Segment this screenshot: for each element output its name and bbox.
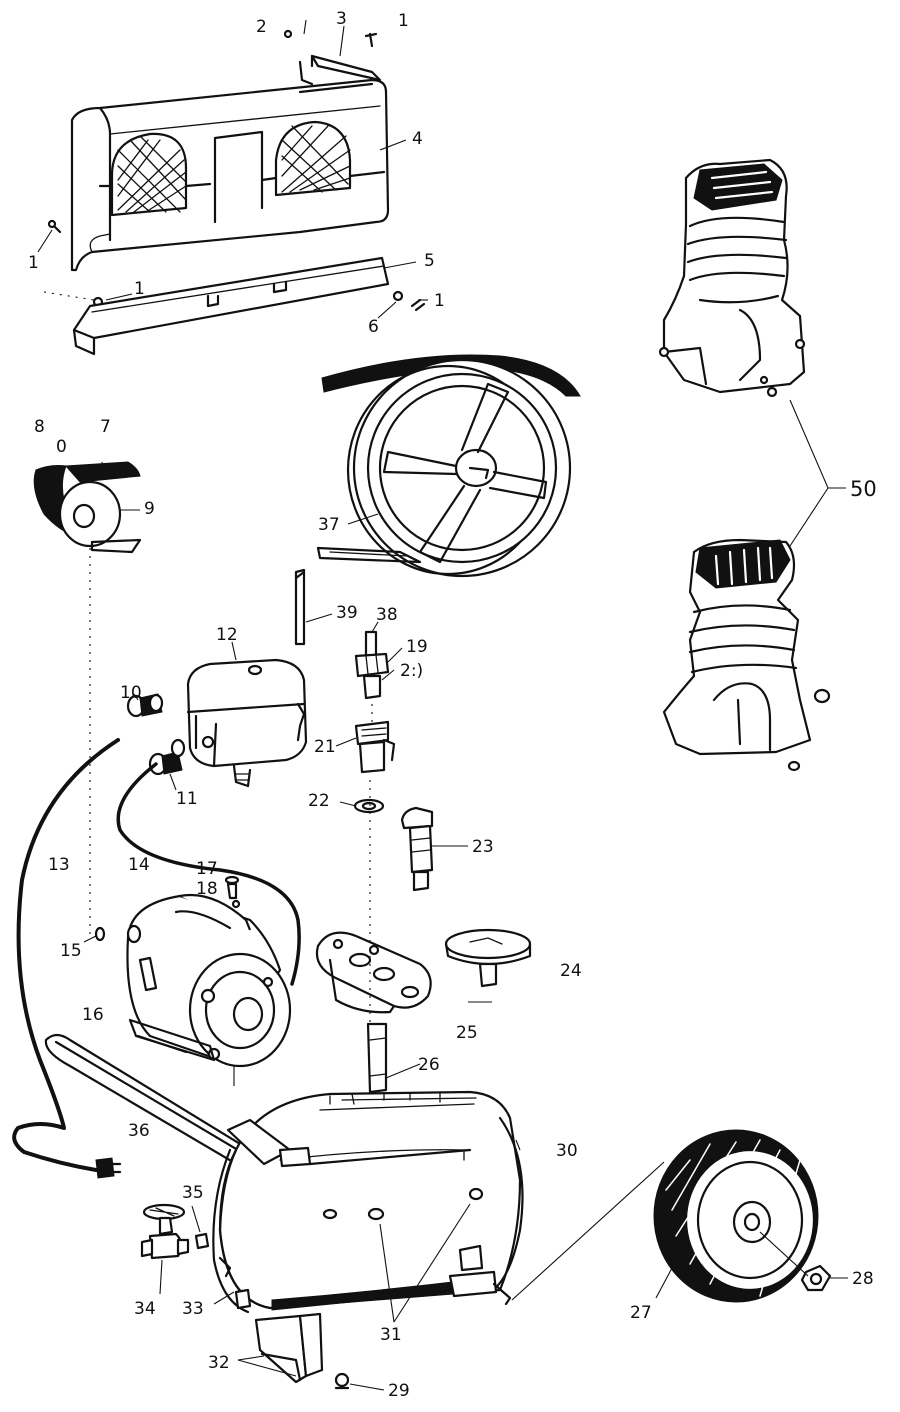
callout-23: 23 [472,837,494,857]
callout-15: 15 [60,941,82,961]
washer-22 [353,798,385,814]
electric-motor [126,894,292,1068]
wheel [653,1129,819,1303]
foot-pad-29 [334,1372,350,1390]
nipple-26 [366,1022,388,1094]
callout-8: 8 [34,417,45,437]
callout-8-sub: 0 [56,437,67,457]
air-tank [212,1090,524,1384]
screw-hardware [47,29,426,312]
callout-29: 29 [388,1381,410,1401]
callout-37: 37 [318,515,340,535]
callout-34: 34 [134,1299,156,1319]
pressure-switch [186,658,308,788]
tank-manifold [315,931,432,1014]
pressure-gauge [444,928,532,988]
callout-1: 1 [28,253,39,273]
motor-bolts [224,875,241,909]
cord-clip-15 [94,926,106,942]
motor-pulley [33,461,142,554]
callout-25: 25 [456,1023,478,1043]
check-valve-21 [354,720,396,774]
callout-7: 7 [100,417,111,437]
callout-35: 35 [182,1183,204,1203]
callout-1: 1 [134,279,145,299]
callout-10: 10 [120,683,142,703]
callout-22: 22 [308,791,330,811]
callout-9: 9 [144,499,155,519]
callout-14: 14 [128,855,150,875]
callout-2: 2 [256,17,267,37]
callout-4: 4 [412,129,423,149]
callout-18: 18 [196,879,218,899]
callout-33: 33 [182,1299,204,1319]
callout-labels: 1 2 3 4 1 5 1 1 6 8 0 7 9 50 37 38 39 12… [28,9,877,1401]
callout-36: 36 [128,1121,150,1141]
callout-50: 50 [850,477,877,501]
callout-27: 27 [630,1303,652,1323]
drain-valve [140,1203,190,1260]
callout-24: 24 [560,961,582,981]
strain-relief-10 [126,693,164,718]
nut-19 [354,652,390,678]
safety-valve-23 [400,806,434,892]
callout-26: 26 [418,1055,440,1075]
callout-17: 17 [196,859,218,879]
motor-lead-cord [116,762,301,986]
strain-relief-11 [148,738,186,776]
leader-lines [37,19,848,1391]
belt-guard-cover [70,78,390,272]
hub-cap-28 [800,1264,832,1292]
callout-31: 31 [380,1325,402,1345]
power-cord [12,738,122,1179]
fitting-38 [364,630,378,658]
callout-21: 21 [314,737,336,757]
dipstick [294,568,306,646]
callout-6: 6 [368,317,379,337]
callout-28: 28 [852,1269,874,1289]
flywheel-pulley [316,354,581,578]
callout-32: 32 [208,1353,230,1373]
plug-35 [194,1232,210,1250]
callout-39: 39 [336,603,358,623]
callout-3: 3 [336,9,347,29]
pump-head-lower [662,538,831,772]
callout-1: 1 [398,11,409,31]
nipple-20 [362,674,382,700]
callout-1: 1 [434,291,445,311]
callout-38: 38 [376,605,398,625]
belt-guard-backplate [72,256,390,356]
pump-head-upper [658,158,806,398]
callout-12: 12 [216,625,238,645]
callout-16: 16 [82,1005,104,1025]
belt-guard-bracket [298,54,382,86]
callout-19: 19 [406,637,428,657]
callout-30: 30 [556,1141,578,1161]
callout-5: 5 [424,251,435,271]
callout-11: 11 [176,789,198,809]
callout-20: 2:) [400,661,423,681]
center-lines [43,291,373,1024]
callout-13: 13 [48,855,70,875]
